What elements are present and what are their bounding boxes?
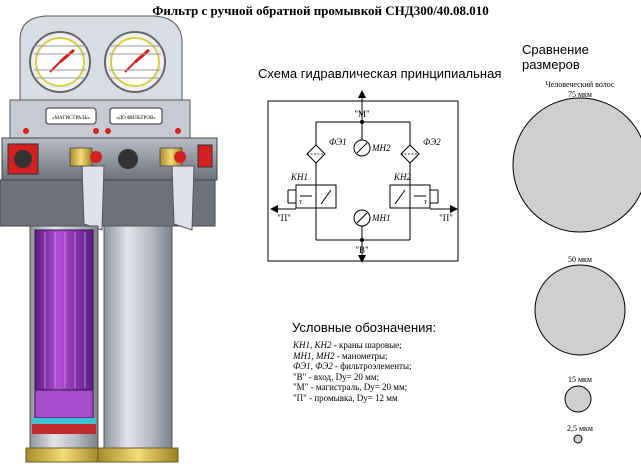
manometer-mn2 xyxy=(353,139,371,157)
ball-valve-kn2 xyxy=(389,184,439,209)
size-label-2-5: 2,5 мкм xyxy=(566,424,593,433)
size-circle-hair xyxy=(512,97,641,233)
legend-item: "М" - магистраль, Dу= 20 мм; xyxy=(293,382,408,392)
legend-list: КН1, КН2 - краны шаровые; МН1, МН2 - ман… xyxy=(293,340,412,403)
mn1-label: МН1 xyxy=(371,213,391,223)
kn1-label: КН1 xyxy=(290,172,308,182)
legend-item: ФЭ1, ФЭ2 - фильтроэлементы; xyxy=(293,361,412,371)
kn1-t-label: т xyxy=(299,198,302,206)
port-m-label: "M" xyxy=(354,109,370,119)
filter-device-illustration: «МАГИСТРАЛЬ» «ДО ФИЛЬТРОВ» xyxy=(0,15,218,463)
scheme-frame xyxy=(267,100,459,262)
size-circle-50 xyxy=(534,264,626,356)
size-label-line: Человеческий волос xyxy=(545,80,615,89)
legend-title: Условные обозначения: xyxy=(292,320,437,335)
page-title: Фильтр с ручной обратной промывкой СНД30… xyxy=(152,3,489,18)
port-b-label: "B" xyxy=(355,245,369,255)
filter-cartridge-right xyxy=(97,225,179,463)
port-m-arrow xyxy=(358,90,366,98)
legend-item: КН1, КН2 - краны шаровые; xyxy=(293,340,402,350)
junction-dot-top xyxy=(360,120,364,124)
port-p-left-label: "П" xyxy=(277,213,291,223)
size-label-50: 50 мкм xyxy=(567,255,592,264)
port-p-left-arrow xyxy=(270,205,278,213)
left-pressure-gauge xyxy=(29,31,91,93)
filter-element-fe1 xyxy=(306,144,326,164)
ball-valve-kn1 xyxy=(287,184,337,209)
mn2-label: МН2 xyxy=(371,143,391,153)
gauge-housing xyxy=(19,15,183,101)
filter-cartridge-left xyxy=(25,225,103,463)
right-pressure-gauge xyxy=(104,31,166,93)
size-circle-15 xyxy=(564,385,592,413)
fe2-label: ФЭ2 xyxy=(423,137,441,147)
legend-item: МН1, МН2 - манометры; xyxy=(293,350,388,361)
size-comparison-title: Сравнение размеров xyxy=(522,42,589,72)
legend-item: "П" - промывка, Dу= 12 мм xyxy=(293,392,398,403)
label-plate-right xyxy=(109,107,163,125)
legend-item: "В" - вход, Dу= 20 мм; xyxy=(293,371,380,382)
size-label-line: 75 мкм xyxy=(567,90,592,99)
kn2-t-label: т xyxy=(424,198,427,206)
port-b-arrow xyxy=(358,255,366,263)
valve-handle-kn1 xyxy=(69,147,105,231)
label-plate-left-text: «МАГИСТРАЛЬ» xyxy=(52,116,90,121)
valve-handle-kn2 xyxy=(159,147,195,231)
filter-element-fe2 xyxy=(400,144,420,164)
port-p-right-arrow xyxy=(450,205,458,213)
label-plate-right-text: «ДО ФИЛЬТРОВ» xyxy=(116,116,156,121)
label-plate-left xyxy=(45,107,97,125)
manometer-mn1 xyxy=(353,209,371,227)
junction-dot-bottom xyxy=(360,238,364,242)
size-circle-2-5 xyxy=(573,434,583,444)
port-p-right-label: "П" xyxy=(439,213,453,223)
schema-title: Схема гидравлическая принципиальная xyxy=(258,66,502,81)
kn2-label: КН2 xyxy=(393,172,411,182)
size-label-15: 15 мкм xyxy=(567,375,592,384)
fe1-label: ФЭ1 xyxy=(329,137,347,147)
